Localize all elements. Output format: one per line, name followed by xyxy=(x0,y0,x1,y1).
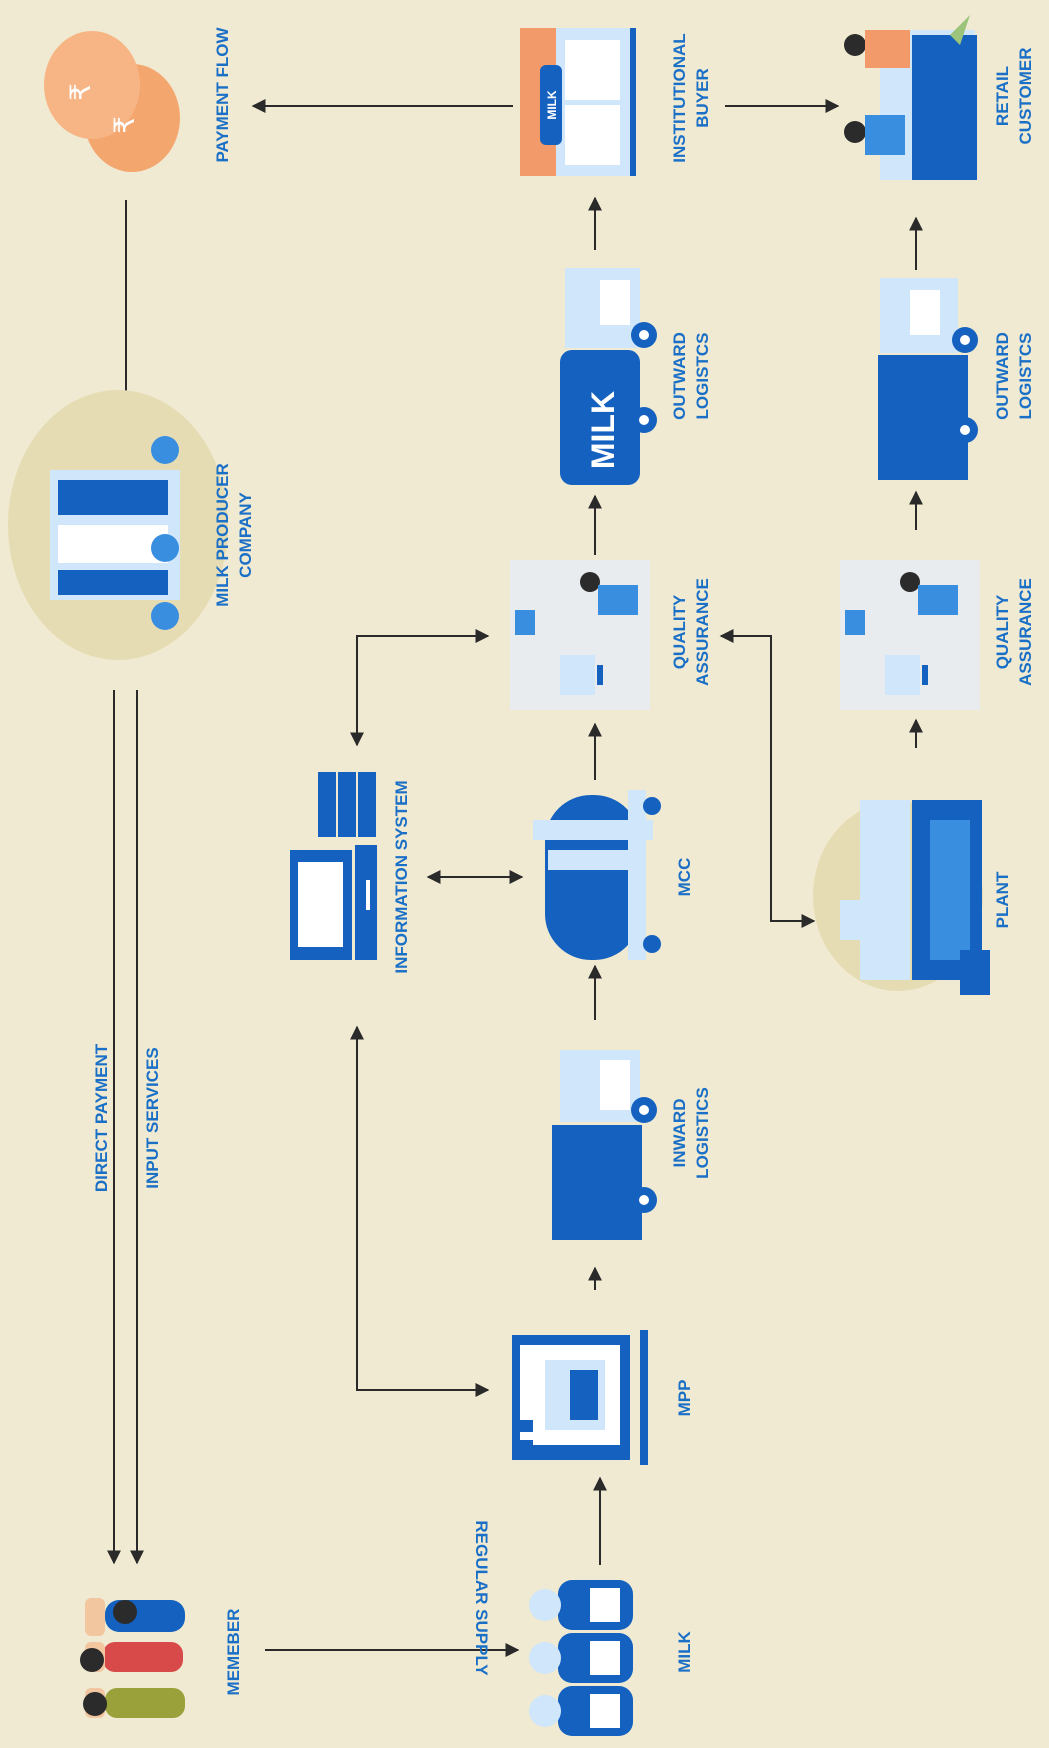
label-information-system: INFORMATION SYSTEM xyxy=(392,780,411,973)
mpp-building-icon xyxy=(512,1330,648,1465)
arrow-qa-plant xyxy=(721,636,814,921)
truck-icon xyxy=(878,278,978,480)
computer-icon xyxy=(290,772,377,960)
label-input-services: INPUT SERVICES xyxy=(143,1047,162,1188)
office-building-icon xyxy=(8,390,228,660)
arrow-info-system-qa xyxy=(357,636,488,745)
truck-icon xyxy=(552,1050,657,1240)
milk-shop-icon: MILK xyxy=(520,28,636,176)
label-inward-2: LOGISTICS xyxy=(693,1087,712,1179)
label-qa2-2: ASSURANCE xyxy=(1016,578,1035,686)
milk-cans-icon xyxy=(529,1580,633,1736)
label-outward2-1: OUTWARD xyxy=(993,332,1012,420)
lab-technician-icon xyxy=(840,560,980,710)
label-outward-1: OUTWARD xyxy=(670,332,689,420)
coins-icon: ₹ ₹ xyxy=(44,31,180,172)
shopping-icon xyxy=(844,15,977,180)
label-qa-1: QUALITY xyxy=(670,594,689,669)
arrow-mpp-info-system xyxy=(357,1027,488,1390)
lab-technician-icon xyxy=(510,560,650,710)
tanker-text: MILK xyxy=(585,391,621,469)
shop-sign-text: MILK xyxy=(545,90,559,120)
label-inward-1: INWARD xyxy=(670,1099,689,1168)
label-retail-1: RETAIL xyxy=(993,66,1012,126)
rupee-symbol-2: ₹ xyxy=(108,116,141,134)
milk-tank-icon xyxy=(533,790,661,960)
tanker-truck-icon: MILK xyxy=(560,268,657,485)
label-direct-payment: DIRECT PAYMENT xyxy=(92,1043,111,1192)
label-payment-flow: PAYMENT FLOW xyxy=(213,27,232,163)
plant-factory-icon xyxy=(813,800,990,995)
label-qa-2: ASSURANCE xyxy=(693,578,712,686)
label-company-2: COMPANY xyxy=(236,492,255,578)
label-mcc: MCC xyxy=(675,858,694,897)
label-plant: PLANT xyxy=(993,871,1012,928)
label-member: MEMEBER xyxy=(224,1609,243,1696)
label-retail-2: CUSTOMER xyxy=(1016,48,1035,145)
label-qa2-1: QUALITY xyxy=(993,594,1012,669)
label-institutional-2: BUYER xyxy=(693,68,712,128)
people-icon xyxy=(80,1598,185,1718)
label-outward-2: LOGISTCS xyxy=(693,333,712,420)
label-institutional-1: INSTITUTIONAL xyxy=(670,33,689,162)
rupee-symbol: ₹ xyxy=(64,83,97,101)
label-outward2-2: LOGISTCS xyxy=(1016,333,1035,420)
label-regular-supply: REGULAR SUPPLY xyxy=(472,1520,491,1676)
label-company-1: MILK PRODUCER xyxy=(213,463,232,607)
label-mpp: MPP xyxy=(675,1380,694,1417)
label-milk: MILK xyxy=(675,1631,694,1673)
